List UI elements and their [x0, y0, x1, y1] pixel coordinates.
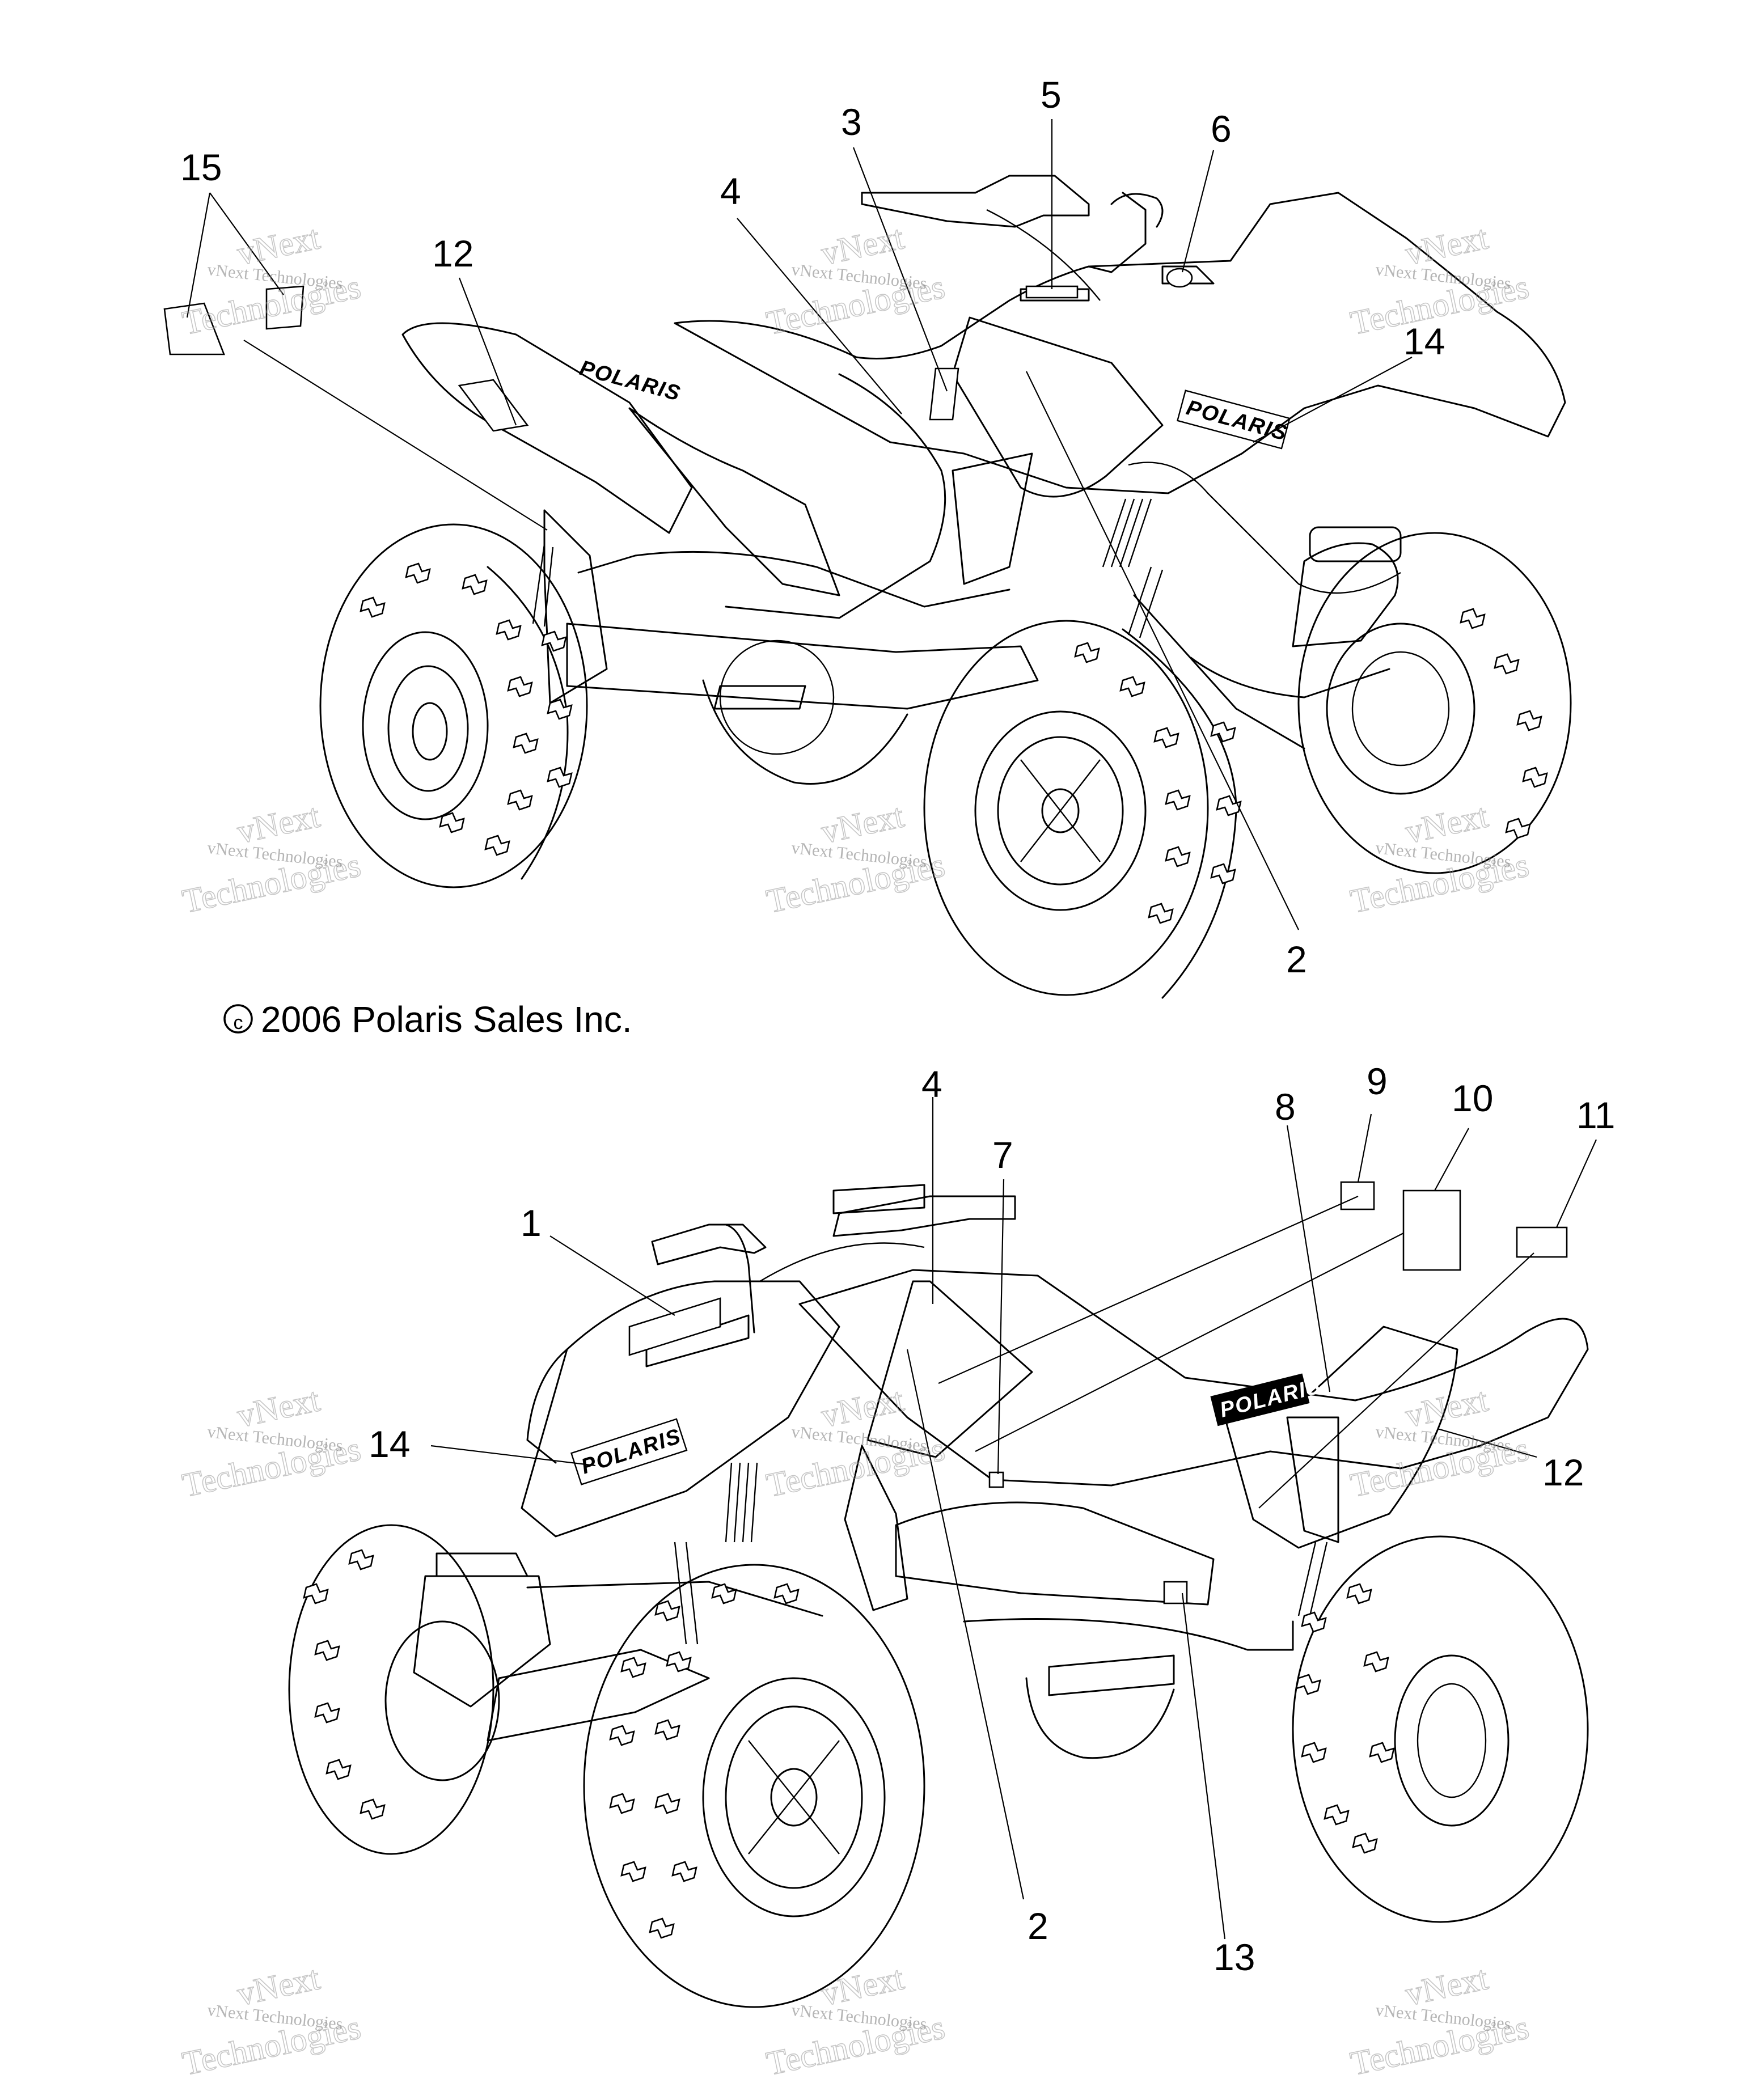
top-polaris-front-text: POLARIS	[1184, 396, 1291, 446]
top-leader-lines	[186, 119, 1413, 930]
bottom-decal-11	[1516, 1226, 1568, 1258]
top-decal-6	[1166, 268, 1193, 288]
bottom-callout-11: 11	[1576, 1094, 1616, 1136]
top-callout-14: 14	[1403, 320, 1445, 362]
bottom-leader-lines	[430, 1097, 1597, 1940]
bottom-decal-1	[628, 1297, 721, 1356]
bottom-polaris-logo-front: POLARIS	[570, 1418, 688, 1485]
rear-inner-wheel	[702, 640, 908, 785]
copyright-notice: c 2006 Polaris Sales Inc.	[223, 999, 632, 1040]
bottom-decal-9	[1340, 1181, 1375, 1210]
bottom-callout-8: 8	[1275, 1086, 1296, 1128]
top-callouts: 15 12 4 3 5 6 14 2	[180, 74, 1445, 980]
top-decal-12	[458, 379, 529, 432]
top-callout-6: 6	[1211, 108, 1232, 150]
bottom-callout-9: 9	[1367, 1060, 1388, 1102]
front-left-wheel	[923, 620, 1237, 999]
bottom-front-right-wheel	[583, 1564, 925, 2008]
bottom-callout-13: 13	[1214, 1936, 1255, 1978]
top-decal-15b	[265, 285, 305, 330]
bottom-atv-illustration: POLARIS POLARIS	[288, 1181, 1589, 2008]
bottom-callout-14: 14	[369, 1423, 410, 1465]
top-callout-4: 4	[720, 170, 741, 212]
copyright-symbol: c	[234, 1012, 243, 1034]
bottom-callout-12: 12	[1542, 1451, 1584, 1493]
top-decal-15a	[163, 302, 225, 355]
top-callout-15: 15	[180, 146, 222, 188]
bottom-callout-7: 7	[992, 1134, 1013, 1176]
bottom-rear-wheel	[1292, 1535, 1589, 1923]
top-callout-5: 5	[1041, 74, 1062, 116]
top-decal-3	[929, 367, 959, 421]
top-polaris-logo-front: POLARIS	[1176, 389, 1291, 450]
bottom-callout-4: 4	[921, 1063, 942, 1105]
bottom-callout-2: 2	[1028, 1905, 1048, 1947]
bottom-callouts: 1 14 4 7 8 9 10 11 12 2 13	[369, 1060, 1616, 1978]
bottom-callout-10: 10	[1452, 1077, 1493, 1119]
bottom-polaris-front-text: POLARIS	[578, 1424, 684, 1479]
rear-left-wheel	[319, 523, 588, 888]
bottom-atv-body	[413, 1184, 1589, 1742]
front-right-wheel	[1297, 532, 1572, 874]
top-callout-2: 2	[1286, 938, 1307, 980]
top-polaris-logo-rear: POLARIS	[577, 356, 684, 406]
atv-body	[401, 175, 1566, 750]
copyright-text: 2006 Polaris Sales Inc.	[261, 999, 632, 1040]
bottom-inner-wheel	[1025, 1677, 1175, 1759]
bottom-callout-1: 1	[521, 1202, 542, 1244]
top-callout-12: 12	[432, 232, 473, 274]
top-callout-3: 3	[841, 101, 862, 143]
bottom-decal-7	[988, 1471, 1004, 1488]
bottom-decal-10	[1402, 1189, 1461, 1271]
bottom-front-left-wheel	[288, 1524, 500, 1855]
top-polaris-rear-text: POLARIS	[577, 356, 684, 406]
